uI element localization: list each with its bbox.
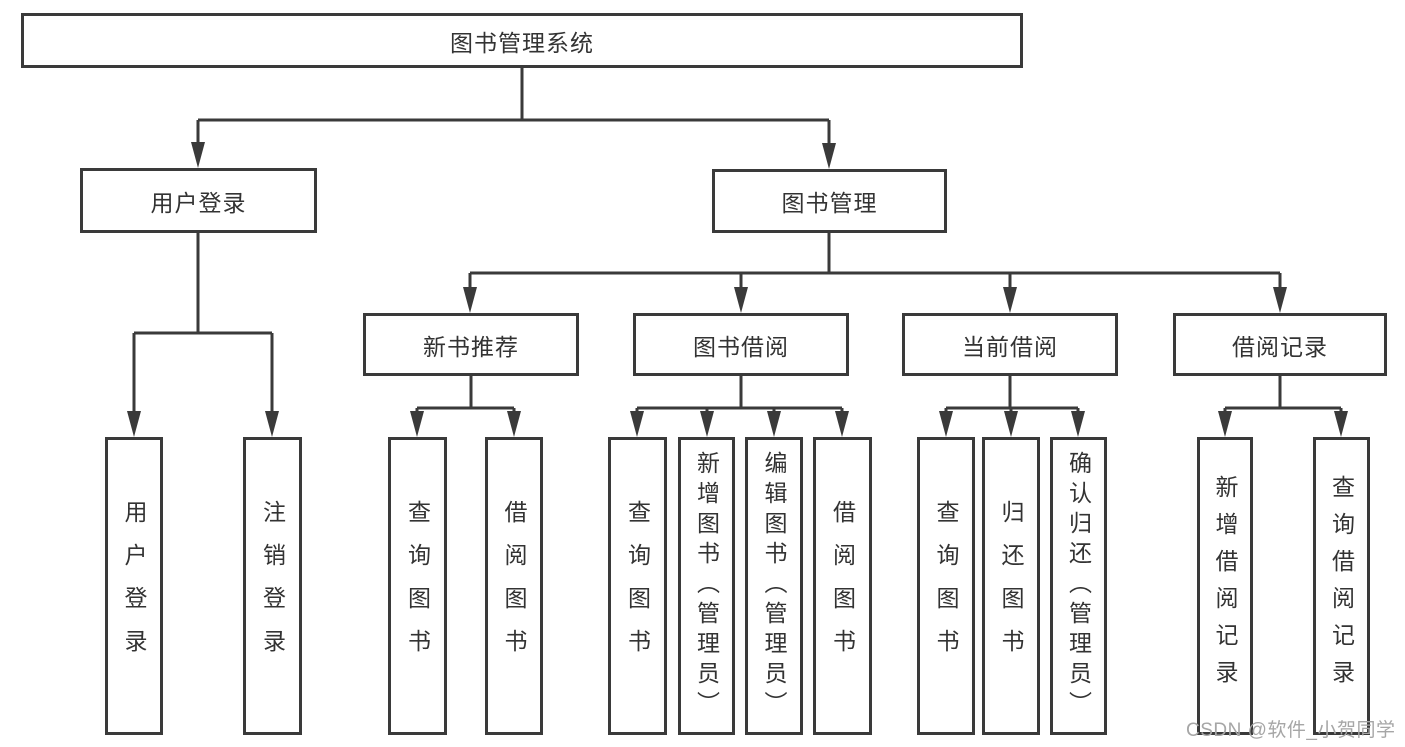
leaf-label: 借阅图书: [501, 500, 527, 672]
leaf-label: 用户登录: [121, 500, 147, 672]
node-new-book-recommend: 新书推荐: [363, 313, 579, 376]
node-label: 新书推荐: [423, 333, 519, 360]
leaf-logout: 注销登录: [243, 437, 302, 735]
leaf-label: 查询图书: [933, 500, 959, 672]
leaf-query-books-3: 查询图书: [917, 437, 975, 735]
leaf-label: 注销登录: [259, 500, 286, 672]
leaf-query-borrow-record: 查询借阅记录: [1313, 437, 1370, 735]
leaf-query-books-2: 查询图书: [608, 437, 667, 735]
leaf-edit-books-admin: 编辑图书（管理员）: [745, 437, 803, 735]
node-book-management: 图书管理: [712, 169, 947, 233]
node-label: 借阅记录: [1232, 333, 1328, 360]
node-label: 用户登录: [150, 189, 247, 216]
node-current-borrowing: 当前借阅: [902, 313, 1118, 376]
leaf-borrow-books-2: 借阅图书: [813, 437, 872, 735]
csdn-watermark: CSDN @软件_小贺同学: [1186, 720, 1396, 741]
node-borrowing-records: 借阅记录: [1173, 313, 1387, 376]
node-label: 图书管理: [781, 190, 878, 216]
leaf-label: 编辑图书（管理员）: [761, 451, 787, 721]
leaf-label: 新增图书（管理员）: [693, 451, 720, 721]
leaf-user-login: 用户登录: [105, 437, 163, 735]
leaf-confirm-return-admin: 确认归还（管理员）: [1050, 437, 1107, 735]
leaf-return-books: 归还图书: [982, 437, 1040, 735]
leaf-add-books-admin: 新增图书（管理员）: [678, 437, 735, 735]
leaf-borrow-books-1: 借阅图书: [485, 437, 543, 735]
leaf-label: 确认归还（管理员）: [1065, 451, 1092, 721]
node-label: 图书借阅: [693, 333, 789, 360]
leaf-label: 新增借阅记录: [1212, 475, 1238, 697]
node-user-login: 用户登录: [80, 168, 317, 233]
node-book-borrowing: 图书借阅: [633, 313, 849, 376]
leaf-label: 查询图书: [404, 500, 431, 672]
leaf-label: 查询图书: [624, 500, 651, 672]
node-label: 当前借阅: [962, 333, 1058, 360]
node-root-label: 图书管理系统: [450, 29, 594, 56]
leaf-add-borrow-record: 新增借阅记录: [1197, 437, 1253, 735]
leaf-label: 查询借阅记录: [1328, 475, 1355, 697]
leaf-query-books-1: 查询图书: [388, 437, 447, 735]
node-root-system: 图书管理系统: [21, 13, 1023, 68]
leaf-label: 借阅图书: [829, 500, 856, 672]
leaf-label: 归还图书: [998, 500, 1024, 672]
